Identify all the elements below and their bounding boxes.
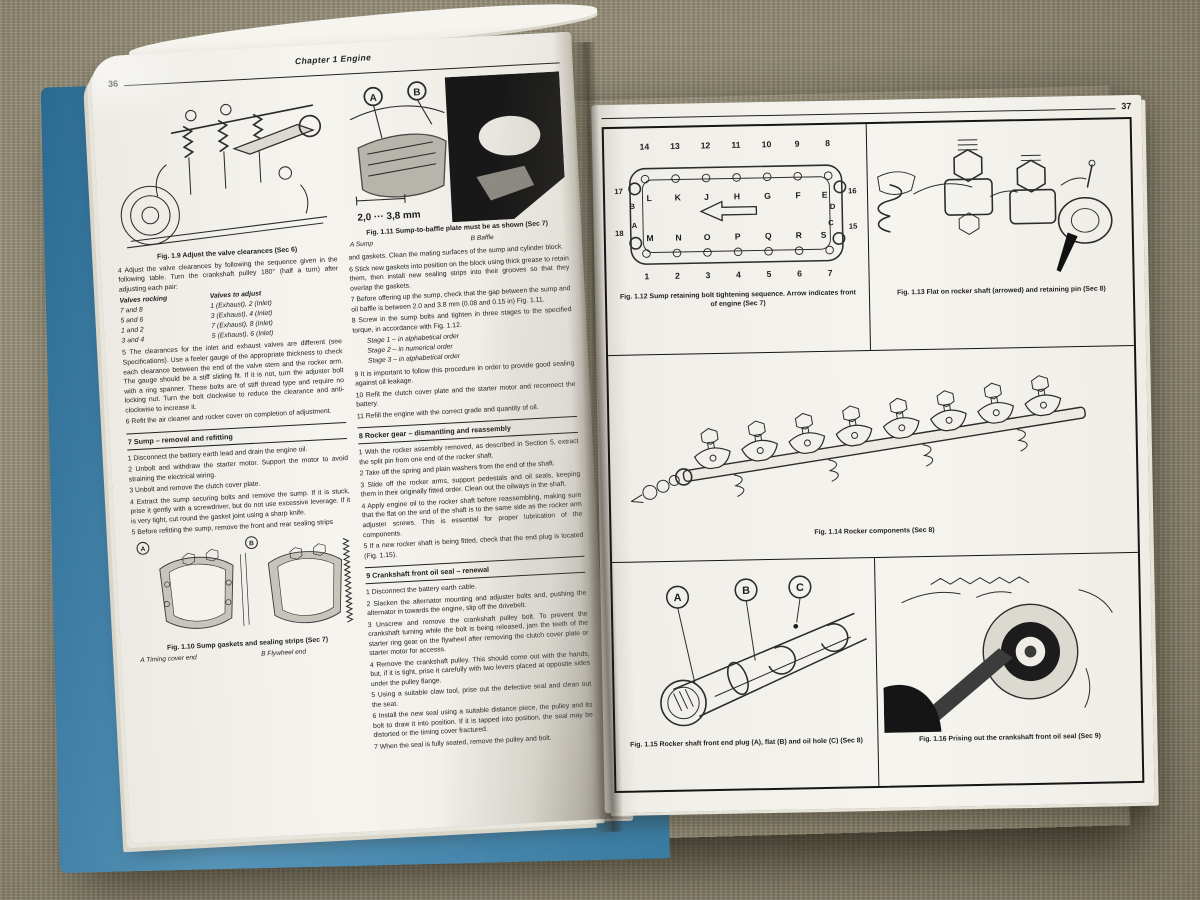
svg-text:A: A — [632, 221, 638, 230]
svg-text:S: S — [821, 230, 827, 240]
fig-1-16-illustration — [881, 559, 1135, 734]
svg-text:H: H — [734, 191, 740, 201]
svg-text:N: N — [675, 233, 681, 243]
svg-text:2: 2 — [675, 271, 680, 281]
svg-text:18: 18 — [615, 229, 624, 238]
svg-text:C: C — [828, 218, 834, 227]
left-page: Chapter 1 Engine 36 — [89, 31, 613, 844]
fig-1-10-illustration: A B — [132, 529, 357, 644]
svg-text:K: K — [675, 192, 682, 202]
svg-text:B: B — [249, 540, 254, 547]
svg-text:16: 16 — [848, 186, 857, 195]
fig-1-13-illustration — [873, 125, 1127, 285]
page-number-36: 36 — [107, 78, 119, 90]
fig-1-15-cell: A B C Fig. 1.15 Ro — [612, 557, 880, 791]
fig-1-11-illustration: A B 2,0 ··· 3,8 mm — [339, 71, 566, 228]
fig-1-12-diagram: 14 13 12 11 10 9 8 L K J H G F — [610, 130, 863, 289]
svg-text:9: 9 — [795, 139, 800, 149]
svg-text:15: 15 — [849, 222, 858, 231]
svg-text:Q: Q — [765, 231, 772, 241]
fig-1-12-caption: Fig. 1.12 Sump retaining bolt tightening… — [619, 288, 856, 308]
svg-text:5: 5 — [767, 269, 772, 279]
svg-text:F: F — [795, 190, 800, 200]
svg-text:2,0 ··· 3,8 mm: 2,0 ··· 3,8 mm — [357, 209, 421, 223]
svg-text:7: 7 — [828, 268, 833, 278]
fig-1-13-caption: Fig. 1.13 Flat on rocker shaft (arrowed)… — [896, 285, 1106, 297]
svg-text:17: 17 — [614, 187, 623, 196]
figure-frame: 14 13 12 11 10 9 8 L K J H G F — [601, 116, 1145, 794]
paragraph-5: 5 The clearances for the inlet and exhau… — [122, 338, 345, 415]
fig-1-9-illustration — [109, 83, 337, 252]
svg-text:B: B — [742, 585, 750, 597]
svg-text:P: P — [735, 231, 741, 241]
header-rule — [601, 108, 1116, 120]
valve-table: Valves rocking Valves to adjust 7 and 8 … — [119, 285, 341, 346]
fig-1-16-cell: Fig. 1.16 Prising out the crankshaft fro… — [875, 553, 1142, 786]
fig-1-15-illustration: A B C — [618, 564, 871, 737]
left-page-column-1: Fig. 1.9 Adjust the valve clearances (Se… — [109, 83, 364, 766]
svg-text:11: 11 — [731, 140, 740, 150]
svg-text:L: L — [646, 193, 651, 203]
svg-text:O: O — [704, 232, 711, 242]
fig-1-14-illustration — [614, 352, 1131, 529]
page-number-37: 37 — [1121, 100, 1132, 112]
svg-text:E: E — [822, 190, 828, 200]
svg-text:12: 12 — [701, 140, 711, 150]
fig-1-14-cell: Fig. 1.14 Rocker components (Sec 8) — [608, 346, 1138, 562]
svg-text:A: A — [674, 592, 682, 604]
svg-text:1: 1 — [644, 271, 649, 281]
fig-1-16-caption: Fig. 1.16 Prising out the crankshaft fro… — [918, 732, 1101, 744]
svg-text:3: 3 — [705, 270, 710, 280]
svg-text:14: 14 — [640, 142, 650, 152]
svg-text:B: B — [413, 87, 421, 98]
svg-text:D: D — [830, 202, 836, 211]
svg-text:13: 13 — [670, 141, 680, 151]
svg-text:J: J — [704, 192, 709, 202]
fig-1-13-cell: Fig. 1.13 Flat on rocker shaft (arrowed)… — [867, 119, 1134, 350]
fig-1-15-caption: Fig. 1.15 Rocker shaft front end plug (A… — [630, 736, 863, 749]
left-page-column-2: A B 2,0 ··· 3,8 mm Fig. 1.11 Sump-to-baf… — [339, 71, 594, 754]
svg-text:6: 6 — [797, 268, 802, 278]
svg-text:10: 10 — [762, 139, 772, 149]
svg-text:A: A — [369, 93, 377, 104]
fig-1-12-cell: 14 13 12 11 10 9 8 L K J H G F — [603, 124, 872, 356]
svg-text:8: 8 — [825, 138, 830, 148]
svg-text:R: R — [796, 230, 803, 240]
svg-text:C: C — [796, 582, 804, 594]
svg-text:B: B — [629, 202, 635, 211]
svg-text:A: A — [140, 546, 145, 553]
svg-text:G: G — [764, 191, 771, 201]
right-page: 37 14 13 12 — [591, 94, 1155, 814]
svg-text:M: M — [646, 233, 653, 243]
svg-text:4: 4 — [736, 270, 741, 280]
